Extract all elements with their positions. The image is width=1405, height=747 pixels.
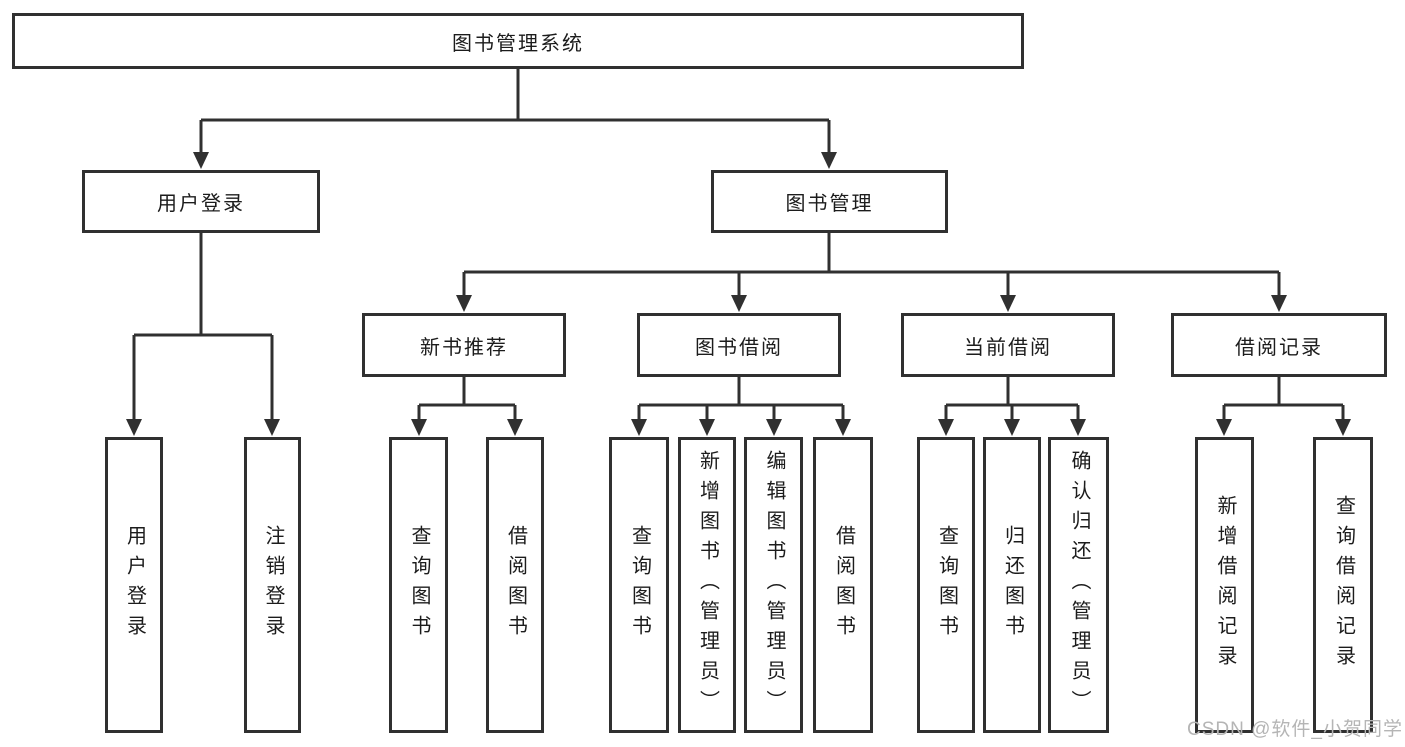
arrowhead <box>631 419 647 436</box>
leaf-query-borrow-record: 查询借阅记录 <box>1313 437 1373 733</box>
arrowhead <box>456 295 472 312</box>
arrowhead <box>193 152 209 169</box>
arrowhead <box>731 295 747 312</box>
arrowhead <box>1335 419 1351 436</box>
node-book-borrowing: 图书借阅 <box>637 313 841 377</box>
arrowhead <box>126 419 142 436</box>
leaf-query-books-borrow: 查询图书 <box>609 437 669 733</box>
connector-new-book-children <box>411 377 523 436</box>
leaf-borrow-books: 借阅图书 <box>813 437 873 733</box>
arrowhead <box>835 419 851 436</box>
arrowhead <box>1271 295 1287 312</box>
arrowhead <box>1070 419 1086 436</box>
node-book-management: 图书管理 <box>711 170 948 233</box>
connector-current-borrow-children <box>938 377 1086 436</box>
node-current-borrowing: 当前借阅 <box>901 313 1115 377</box>
connector-book-borrow-children <box>631 377 851 436</box>
leaf-confirm-return-admin: 确认归还（管理员） <box>1048 437 1109 733</box>
node-new-book-recommendation: 新书推荐 <box>362 313 566 377</box>
leaf-return-books: 归还图书 <box>983 437 1041 733</box>
arrowhead <box>264 419 280 436</box>
arrowhead <box>1004 419 1020 436</box>
connector-user-login-children <box>126 233 280 436</box>
leaf-add-borrow-record: 新增借阅记录 <box>1195 437 1254 733</box>
arrowhead <box>1000 295 1016 312</box>
arrowhead <box>938 419 954 436</box>
leaf-user-login: 用户登录 <box>105 437 163 733</box>
node-user-login: 用户登录 <box>82 170 320 233</box>
leaf-add-books-admin: 新增图书（管理员） <box>678 437 736 733</box>
node-library-system: 图书管理系统 <box>12 13 1024 69</box>
leaf-logout: 注销登录 <box>244 437 301 733</box>
leaf-query-books-current: 查询图书 <box>917 437 975 733</box>
csdn-watermark: CSDN @软件_小贺同学 <box>1187 719 1403 740</box>
arrowhead <box>699 419 715 436</box>
arrowhead <box>411 419 427 436</box>
leaf-query-books-recommend: 查询图书 <box>389 437 448 733</box>
arrowhead <box>507 419 523 436</box>
connector-root-to-level2 <box>193 69 837 169</box>
leaf-borrow-books-recommend: 借阅图书 <box>486 437 544 733</box>
node-borrowing-records: 借阅记录 <box>1171 313 1387 377</box>
connector-book-mgmt-to-level3 <box>456 233 1287 312</box>
arrowhead <box>1216 419 1232 436</box>
connector-records-children <box>1216 377 1351 436</box>
arrowhead <box>766 419 782 436</box>
arrowhead <box>821 152 837 169</box>
leaf-edit-books-admin: 编辑图书（管理员） <box>744 437 803 733</box>
